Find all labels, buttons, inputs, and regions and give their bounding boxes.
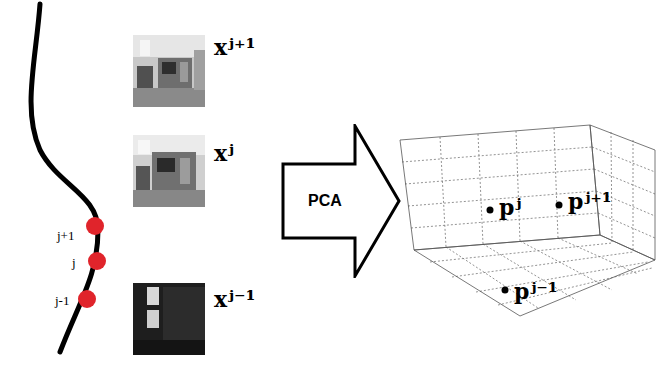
projected-point (502, 287, 509, 294)
projected-point (556, 202, 563, 209)
camera-image (133, 135, 205, 207)
pose-dot (78, 290, 96, 308)
index-label: j (72, 256, 76, 269)
pose-dot (88, 252, 106, 270)
point-label: pʲ⁺¹ (568, 190, 612, 212)
point-label: pʲ (499, 196, 521, 218)
projected-point (487, 207, 494, 214)
camera-image (133, 35, 205, 107)
index-label: j-1 (55, 294, 69, 307)
image-label: xʲ (214, 142, 234, 164)
camera-image (133, 283, 205, 355)
image-label: xʲ⁻¹ (214, 288, 255, 310)
index-label: j+1 (57, 229, 74, 242)
point-label: pʲ⁻¹ (514, 280, 558, 302)
pose-dot (86, 217, 104, 235)
trajectory-curve (31, 4, 98, 352)
arrow-label: PCA (308, 192, 342, 210)
block-arrow: PCA (281, 124, 401, 278)
image-label: xʲ⁺¹ (214, 36, 255, 58)
pca-space-grid (400, 125, 655, 316)
